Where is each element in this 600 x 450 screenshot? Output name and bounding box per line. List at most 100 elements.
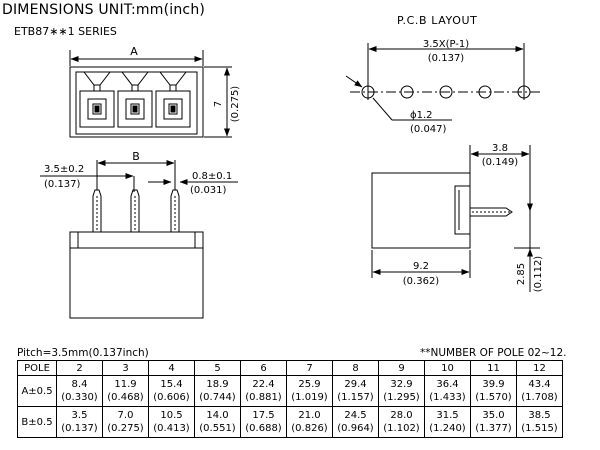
dimension-inch: (1.708) bbox=[521, 392, 558, 403]
dimension-mm: 29.4 bbox=[344, 379, 367, 390]
dimension-cell: 35.0 (1.377) bbox=[470, 406, 517, 438]
row-label: A±0.5 bbox=[17, 375, 57, 407]
dimension-inch: (0.275) bbox=[107, 423, 144, 434]
pcb-hole bbox=[400, 85, 414, 99]
front-body bbox=[69, 66, 204, 138]
dimension-inch: (1.019) bbox=[291, 392, 328, 403]
terminal-cells bbox=[79, 71, 191, 128]
dimension-mm: 14.0 bbox=[206, 410, 229, 421]
pin-2 bbox=[130, 189, 140, 232]
dimension-inch: (0.881) bbox=[245, 392, 282, 403]
pole-count-cell: 9 bbox=[378, 360, 425, 376]
pole-count-cell: 2 bbox=[56, 360, 103, 376]
hole-diameter-inch: (0.047) bbox=[410, 124, 447, 135]
pcb-hole bbox=[361, 85, 375, 99]
dimension-mm: 24.5 bbox=[344, 410, 367, 421]
hole-diameter-mm: ϕ1.2 bbox=[410, 110, 433, 121]
dimension-cell: 38.5(1.515) bbox=[516, 406, 563, 438]
side-right-mm: 2.85 bbox=[516, 263, 527, 285]
dimension-mm: 8.4 bbox=[71, 379, 88, 390]
dim-h-mm: 7 bbox=[213, 101, 224, 107]
dimension-inch: (1.240) bbox=[429, 423, 466, 434]
dimension-cell: 8.4(0.330) bbox=[56, 375, 103, 407]
dimension-cell: 29.4 (1.157) bbox=[332, 375, 379, 407]
dimension-mm: 22.4 bbox=[252, 379, 275, 390]
dimension-mm: 25.9 bbox=[298, 379, 321, 390]
dimension-cell: 43.4 (1.708) bbox=[516, 375, 563, 407]
pole-count-cell: 8 bbox=[332, 360, 379, 376]
pin-view bbox=[40, 160, 238, 319]
dimension-inch: (0.137) bbox=[61, 423, 98, 434]
dimension-inch: (0.826) bbox=[291, 423, 328, 434]
dim-pitch-inch: (0.137) bbox=[44, 179, 81, 190]
dimension-cell: 39.9(1.570) bbox=[470, 375, 517, 407]
dimension-inch: (0.964) bbox=[337, 423, 374, 434]
dimension-cell: 36.4(1.433) bbox=[424, 375, 471, 407]
front-view bbox=[69, 50, 232, 138]
dim-b-label: B bbox=[132, 150, 140, 163]
dimension-cell: 24.5 (0.964) bbox=[332, 406, 379, 438]
dimension-inch: (0.413) bbox=[153, 423, 190, 434]
dimension-mm: 35.0 bbox=[482, 410, 505, 421]
dimension-mm: 21.0 bbox=[298, 410, 321, 421]
dimension-mm: 17.5 bbox=[252, 410, 275, 421]
dimension-inch: (1.377) bbox=[475, 423, 512, 434]
dimension-cell: 28.0(1.102) bbox=[378, 406, 425, 438]
dimension-mm: 7.0 bbox=[117, 410, 134, 421]
dimension-cell: 11.9(0.468) bbox=[102, 375, 149, 407]
pole-count-cell: 7 bbox=[286, 360, 333, 376]
pole-count-cell: 10 bbox=[424, 360, 471, 376]
pin-1 bbox=[92, 189, 102, 232]
dim-a-label: A bbox=[130, 45, 138, 58]
dimension-cell: 22.4 (0.881) bbox=[240, 375, 287, 407]
dimension-cell: 14.0 (0.551) bbox=[194, 406, 241, 438]
side-bottom-inch: (0.362) bbox=[403, 276, 440, 287]
dimension-inch: (0.551) bbox=[199, 423, 236, 434]
side-view bbox=[371, 145, 540, 292]
dimension-mm: 15.4 bbox=[160, 379, 183, 390]
dimension-mm: 43.4 bbox=[528, 379, 551, 390]
dimension-inch: (0.688) bbox=[245, 423, 282, 434]
hole-arrow-in bbox=[345, 75, 363, 88]
side-pin bbox=[470, 207, 513, 217]
pcb-layout bbox=[345, 43, 540, 121]
pole-count-cell: 12 bbox=[516, 360, 563, 376]
dim-pitch-mm: 3.5±0.2 bbox=[44, 164, 84, 175]
dimension-cell: 21.0 (0.826) bbox=[286, 406, 333, 438]
dimension-cell: 3.5(0.137) bbox=[56, 406, 103, 438]
technical-drawing: A 7 (0.275) B 3.5±0.2 (0.137) 0.8±0.1 (0… bbox=[40, 39, 544, 319]
dimension-inch: (0.606) bbox=[153, 392, 190, 403]
pole-count-cell: 3 bbox=[102, 360, 149, 376]
hole-leader bbox=[372, 97, 393, 121]
pcb-hole bbox=[439, 85, 453, 99]
dimension-inch: (1.157) bbox=[337, 392, 374, 403]
dimension-inch: (1.295) bbox=[383, 392, 420, 403]
dimension-inch: (0.744) bbox=[199, 392, 236, 403]
dim-pin-inch: (0.031) bbox=[190, 185, 227, 196]
pcb-hole bbox=[478, 85, 492, 99]
pole-count-cell: 11 bbox=[470, 360, 517, 376]
side-top-inch: (0.149) bbox=[482, 157, 519, 168]
dimension-inch: (0.468) bbox=[107, 392, 144, 403]
pcb-span-mm: 3.5X(P-1) bbox=[423, 39, 469, 50]
dimension-cell: 7.0 (0.275) bbox=[102, 406, 149, 438]
side-body-notch bbox=[454, 185, 471, 235]
dimension-inch: (1.570) bbox=[475, 392, 512, 403]
dimension-mm: 18.9 bbox=[206, 379, 229, 390]
pcb-layout-title: P.C.B LAYOUT bbox=[397, 14, 478, 27]
dimension-cell: 17.5 (0.688) bbox=[240, 406, 287, 438]
pole-count-cell: 4 bbox=[148, 360, 195, 376]
dimension-cell: 15.4 (0.606) bbox=[148, 375, 195, 407]
dim-h-inch: (0.275) bbox=[230, 86, 241, 123]
dimension-cell: 32.9 (1.295) bbox=[378, 375, 425, 407]
dimension-inch: (1.102) bbox=[383, 423, 420, 434]
dimension-mm: 32.9 bbox=[390, 379, 413, 390]
row-label: B±0.5 bbox=[17, 406, 57, 438]
pin-3 bbox=[170, 189, 180, 232]
pole-header-label: POLE bbox=[17, 360, 57, 376]
page-title: DIMENSIONS UNIT:mm(inch) bbox=[2, 2, 206, 18]
side-bottom-mm: 9.2 bbox=[413, 261, 429, 272]
